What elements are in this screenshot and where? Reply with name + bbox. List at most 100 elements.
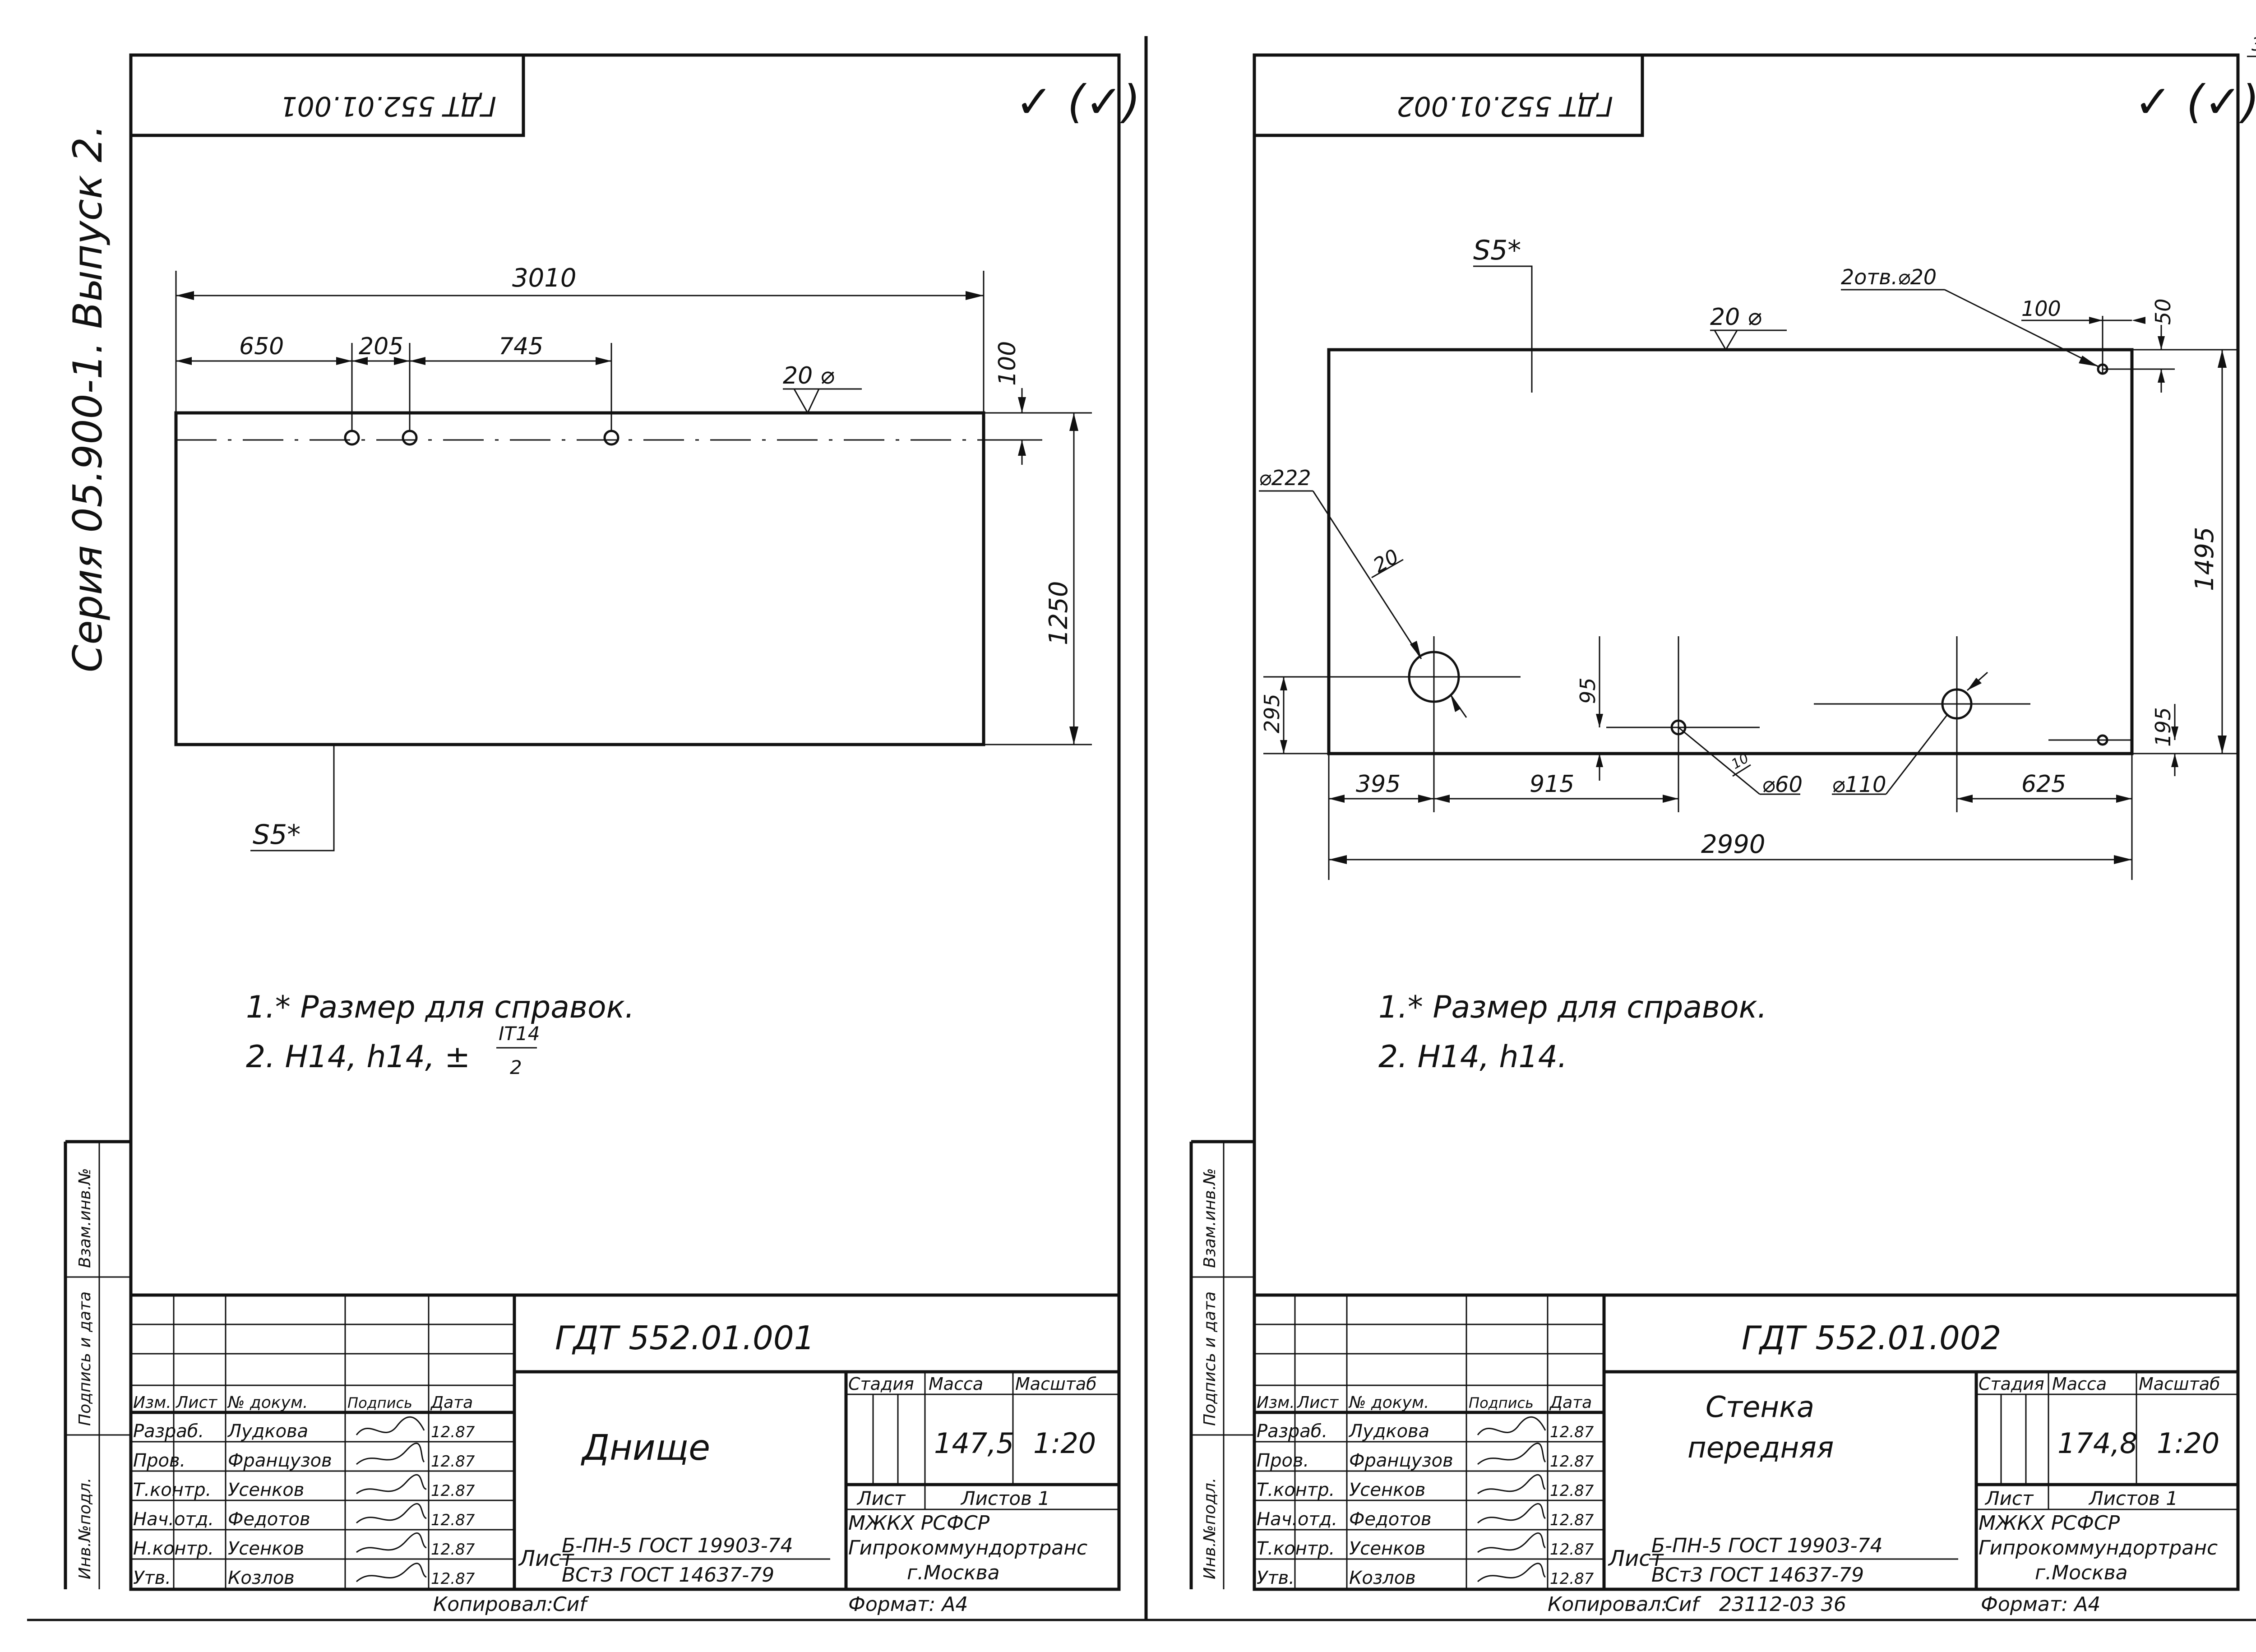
svg-text:Усенков: Усенков (1349, 1480, 1425, 1500)
sheet-2: ГДТ 552.01.002 ✓ (✓) Инв.№подл. Подпись … (1189, 53, 2256, 1616)
svg-text:Подпись: Подпись (1469, 1394, 1534, 1411)
sheet-1-hole-1 (344, 430, 360, 446)
sheet-1-note-1: 1.* Размер для справок. (246, 990, 634, 1025)
svg-text:12.87: 12.87 (431, 1511, 475, 1529)
svg-text:Козлов: Козлов (1349, 1568, 1416, 1588)
svg-text:Подпись: Подпись (347, 1394, 412, 1411)
sheet-1-hole-3 (603, 430, 619, 446)
sheet-2-mass: 174,8 (2057, 1427, 2138, 1460)
sheet-2-dim-915: 915 (1530, 771, 1574, 798)
sheet-1-material-2: ВСт3 ГОСТ 14637-79 (562, 1564, 774, 1587)
svg-text:Разраб.: Разраб. (1257, 1421, 1327, 1442)
sheet-2-stamp-label-0: Инв.№подл. (1201, 1478, 1219, 1579)
sheet-2-format: Формат: А4 (1981, 1593, 2100, 1616)
svg-text:12.87: 12.87 (1550, 1482, 1594, 1500)
svg-text:Усенков: Усенков (1349, 1538, 1425, 1559)
svg-text:Усенков: Усенков (228, 1538, 304, 1559)
svg-text:12.87: 12.87 (431, 1482, 475, 1500)
sheet-1-note-2: 2. Н14, h14, ± (246, 1039, 470, 1075)
svg-text:12.87: 12.87 (1550, 1541, 1594, 1559)
svg-text:Листов 1: Листов 1 (2088, 1487, 2178, 1509)
svg-text:12.87: 12.87 (1550, 1570, 1594, 1588)
sheet-2-part-name-2: передняя (1687, 1431, 1834, 1465)
svg-text:12.87: 12.87 (1550, 1453, 1594, 1471)
sheet-1-mirrored-code: ГДТ 552.01.001 (280, 90, 496, 122)
sheet-2-material-2: ВСт3 ГОСТ 14637-79 (1651, 1564, 1864, 1587)
sheet-2-mirrored-code: ГДТ 552.01.002 (1396, 90, 1613, 122)
sheet-1-frame (129, 53, 1121, 1591)
sheet-2-weld-20: 20 (1369, 545, 1403, 577)
svg-text:Изм.: Изм. (1257, 1393, 1295, 1412)
sheet-2-material-1: Б-ПН-5 ГОСТ 19903-74 (1651, 1534, 1883, 1557)
series-label: Серия 05.900-1. Выпуск 2. (65, 125, 111, 672)
sheet-2-title-block: Изм. Лист № докум. Подпись Дата Разраб. … (1254, 1293, 2238, 1589)
svg-text:Лудкова: Лудкова (1348, 1421, 1429, 1442)
sheet-2-dim-110: ⌀110 (1832, 772, 1886, 797)
svg-text:Нач.отд.: Нач.отд. (1257, 1509, 1337, 1530)
svg-text:Лудкова: Лудкова (227, 1421, 308, 1442)
sheet-2-signature-icon (1477, 1416, 1546, 1435)
sheet-2-part-outline (1327, 348, 2134, 755)
sheet-1-title-block: Изм. Лист № докум. Подпись Дата Разраб. … (131, 1293, 1119, 1589)
svg-text:Н.контр.: Н.контр. (133, 1538, 214, 1559)
sheet-1-stamp-label-1: Подпись и дата (76, 1291, 94, 1426)
sheet-2-code: ГДТ 552.01.002 (1742, 1319, 2001, 1357)
sheet-2-thickness: S5* (1473, 235, 1521, 266)
svg-text:МЖКХ РСФСР: МЖКХ РСФСР (1979, 1512, 2120, 1535)
svg-text:12.87: 12.87 (431, 1423, 475, 1441)
sheet-2-copier: Сиf (1665, 1593, 1701, 1616)
svg-text:Нач.отд.: Нач.отд. (133, 1509, 214, 1530)
svg-text:12.87: 12.87 (1550, 1423, 1594, 1441)
sheet-1-code-box (131, 55, 525, 137)
sheet-2-dim-295: 295 (1260, 694, 1284, 733)
svg-text:12.87: 12.87 (1550, 1511, 1594, 1529)
sheet-1-dim-205: 205 (359, 333, 403, 360)
svg-text:Стадия: Стадия (848, 1374, 914, 1394)
sheet-1-dim-1250: 1250 (1044, 581, 1073, 645)
svg-text:12.87: 12.87 (431, 1453, 475, 1471)
svg-text:Разраб.: Разраб. (133, 1421, 204, 1442)
svg-text:Дата: Дата (430, 1393, 473, 1412)
sheet-1-dim-100: 100 (994, 341, 1021, 386)
svg-text:Масса: Масса (2052, 1374, 2107, 1394)
sheet-1-thickness: S5* (253, 819, 300, 851)
sheet-2-dim-100: 100 (2021, 296, 2061, 321)
svg-text:Утв.: Утв. (1257, 1568, 1294, 1588)
svg-text:Пров.: Пров. (133, 1450, 185, 1471)
svg-text:Изм.: Изм. (133, 1393, 171, 1412)
sheet-2-weld-label: 20 ⌀ (1710, 304, 1761, 331)
sheet-1-scale: 1:20 (1033, 1427, 1096, 1460)
sheet-2-dim-60: ⌀60 (1762, 772, 1803, 797)
svg-text:г.Москва: г.Москва (2035, 1561, 2128, 1584)
svg-text:Гипрокоммундортранс: Гипрокоммундортранс (848, 1536, 1087, 1559)
svg-text:Масштаб: Масштаб (1015, 1374, 1097, 1394)
svg-text:№ докум.: № докум. (227, 1393, 308, 1412)
sheet-2-dim-395: 395 (1356, 771, 1401, 798)
sheet-2-stamp-label-1: Подпись и дата (1201, 1291, 1219, 1426)
svg-text:Лист: Лист (856, 1487, 906, 1509)
svg-text:Гипрокоммундортранс: Гипрокоммундортранс (1979, 1536, 2218, 1559)
sheet-2-frame (1253, 53, 2240, 1591)
sheet-1-surface-mark: ✓ (✓) (1015, 75, 1140, 128)
svg-text:Лист: Лист (1296, 1393, 1339, 1412)
sheet-1-material-1: Б-ПН-5 ГОСТ 19903-74 (562, 1534, 793, 1557)
svg-text:Утв.: Утв. (133, 1568, 171, 1588)
page-number: 35 (2251, 34, 2256, 55)
sheet-1-signature-icon (356, 1416, 425, 1435)
sheet-2-dim-195: 195 (2151, 707, 2175, 747)
sheet-1-code: ГДТ 552.01.001 (555, 1319, 814, 1357)
sheet-2-archive-number: 23112-03 36 (1719, 1593, 1846, 1616)
svg-text:Масштаб: Масштаб (2139, 1374, 2220, 1394)
sheet-2-copy-label: Копировал: (1548, 1593, 1668, 1616)
sheet-2-dim-1495: 1495 (2190, 527, 2219, 591)
svg-text:Федотов: Федотов (228, 1509, 310, 1530)
svg-text:Дата: Дата (1549, 1393, 1592, 1412)
svg-text:Стадия: Стадия (1979, 1374, 2044, 1394)
sheet-1-dim-3010: 3010 (512, 264, 577, 293)
sheet-2-dim-625: 625 (2021, 771, 2066, 798)
sheet-2-note-1: 1.* Размер для справок. (1378, 990, 1767, 1025)
sheet-2-part-name-1: Стенка (1706, 1391, 1814, 1424)
sheet-1-copier: Сиf (553, 1593, 589, 1616)
sheet-1-dim-745: 745 (499, 333, 543, 360)
